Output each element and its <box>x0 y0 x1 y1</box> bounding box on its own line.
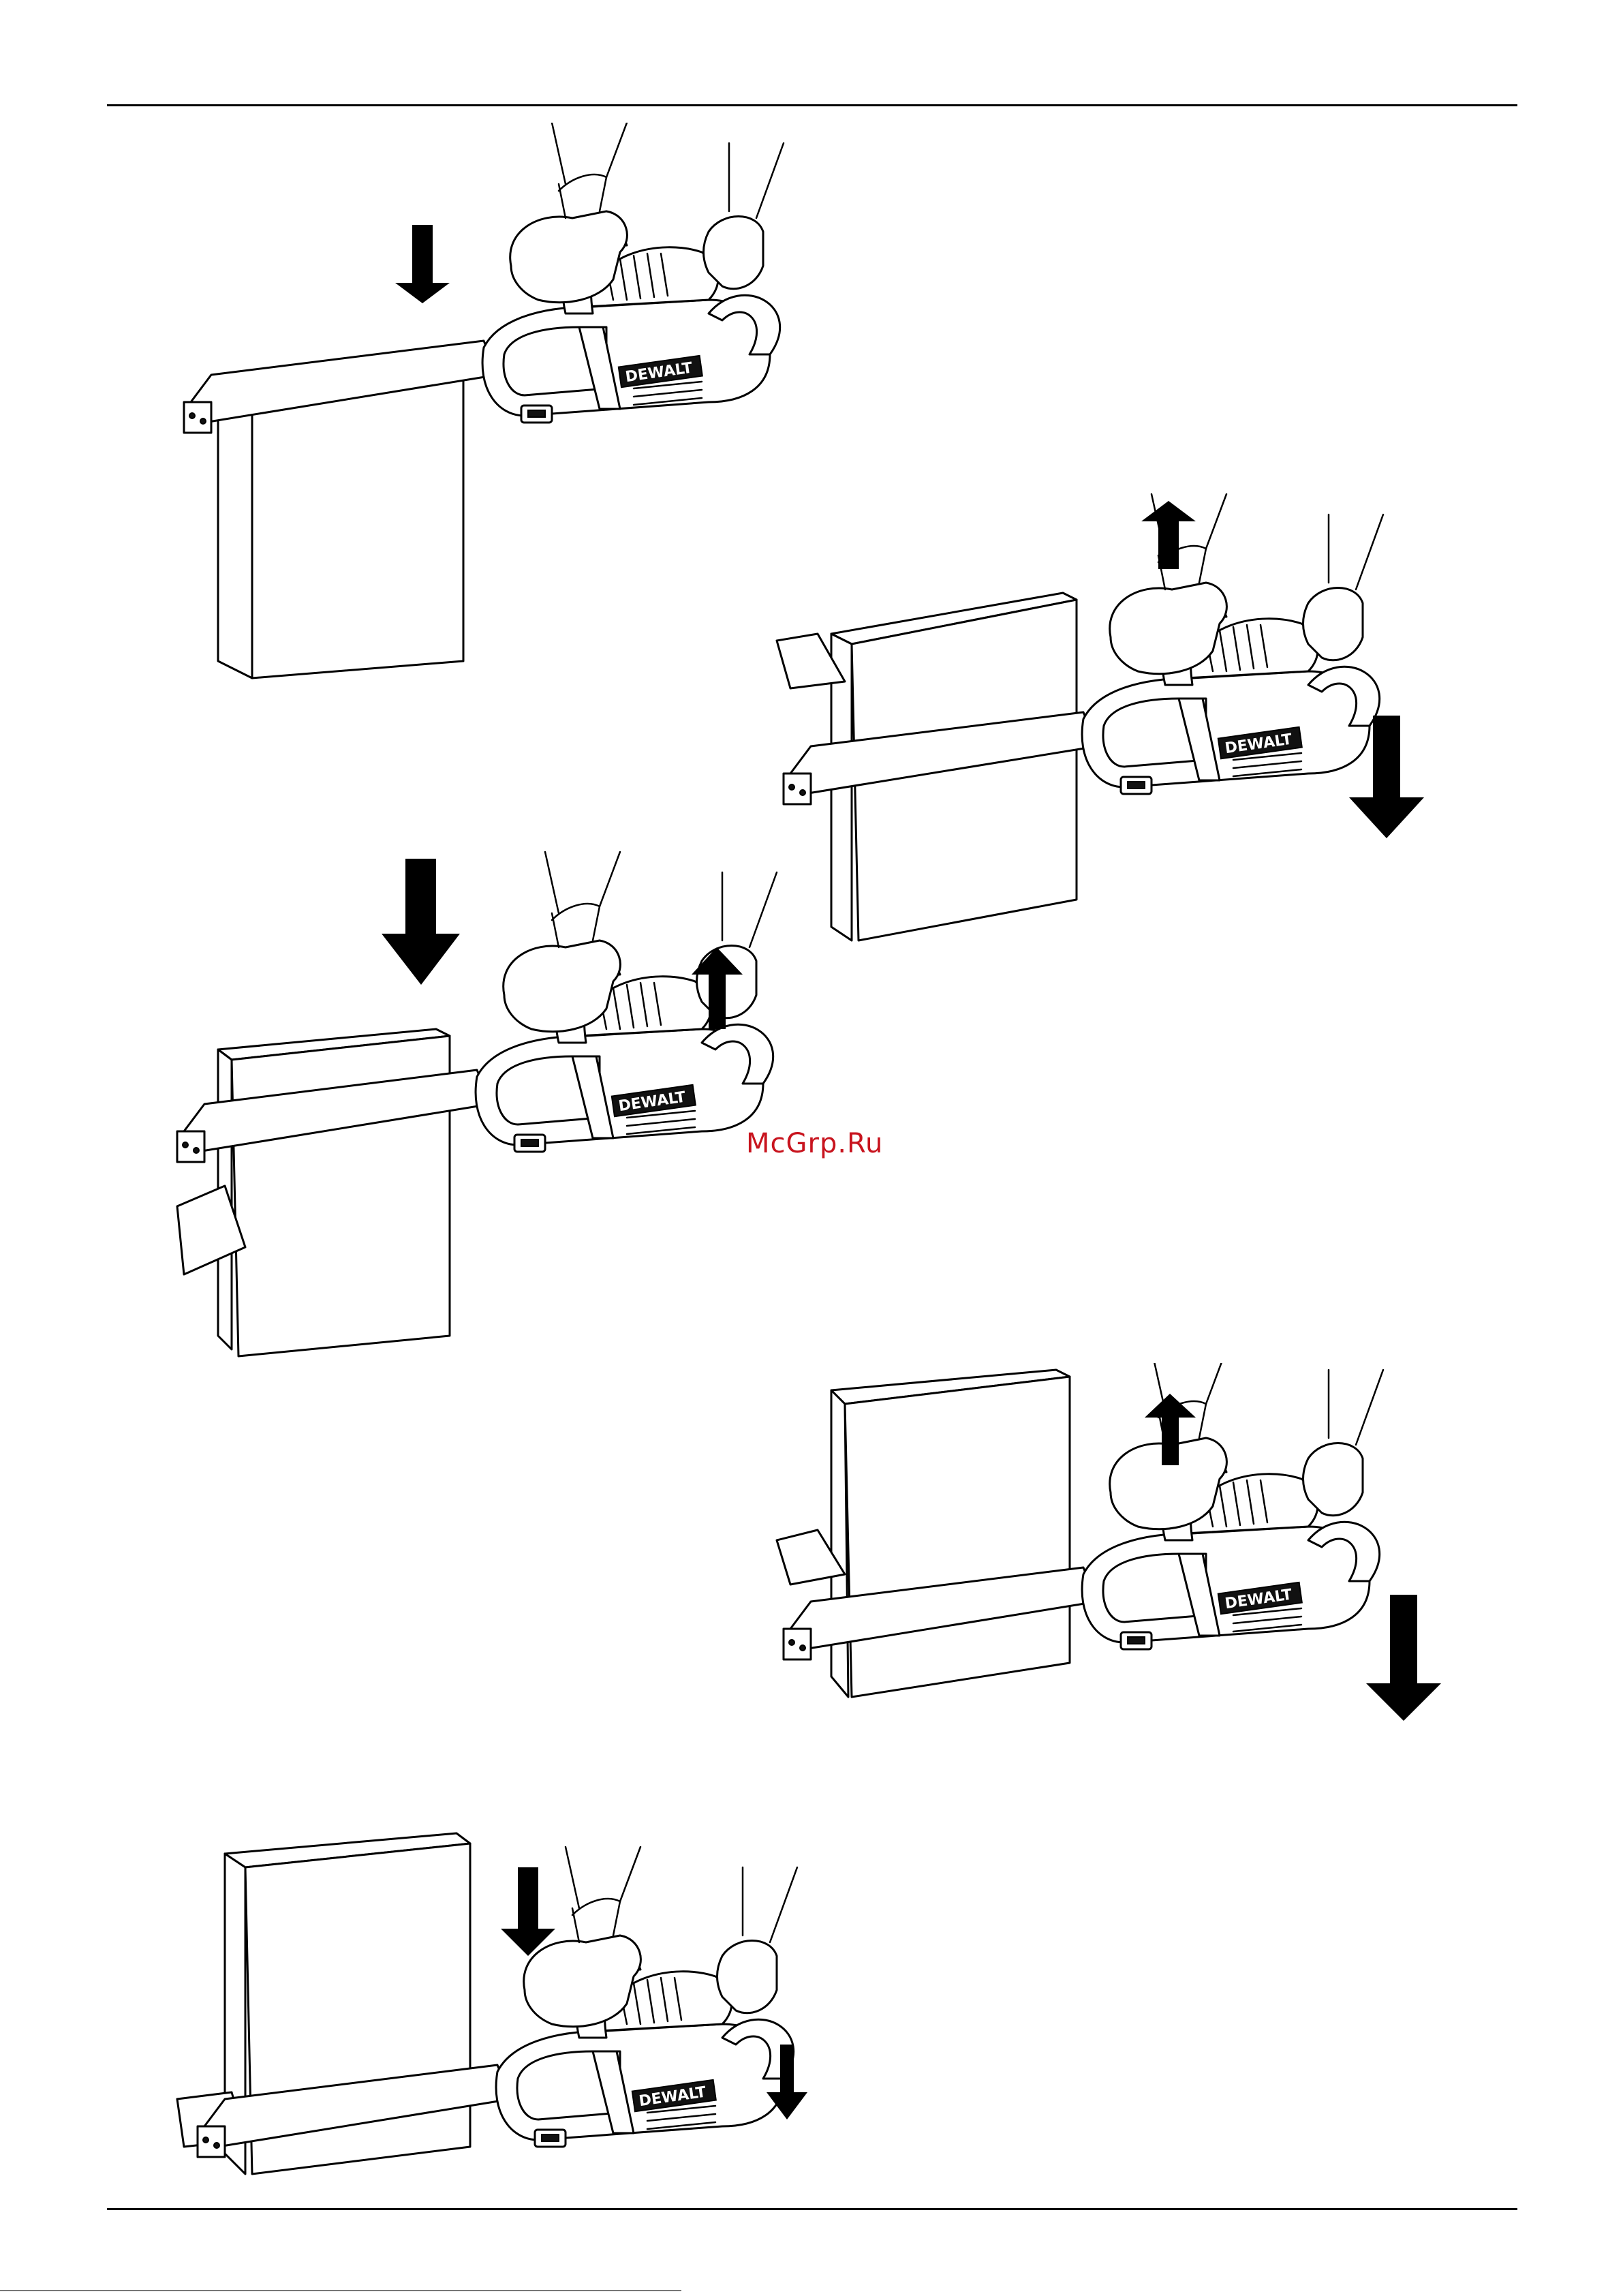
arrow-down-icon <box>1366 1595 1441 1721</box>
arrow-down-icon <box>382 859 460 985</box>
arrow-up-icon <box>1141 501 1196 569</box>
figure-bottom-cut <box>136 1813 818 2194</box>
arrow-down-icon <box>395 225 450 303</box>
arrow-down-icon <box>501 1867 555 1956</box>
figure-top-cut <box>136 123 818 695</box>
footer-rule <box>107 2208 1517 2210</box>
footer-rule-thin <box>0 2290 681 2291</box>
figure-underside-cut <box>763 477 1499 954</box>
figure-side-cut <box>763 1363 1499 1745</box>
watermark: McGrp.Ru <box>746 1128 883 1159</box>
figure-angled-cut <box>136 804 818 1383</box>
header-rule <box>107 104 1517 106</box>
